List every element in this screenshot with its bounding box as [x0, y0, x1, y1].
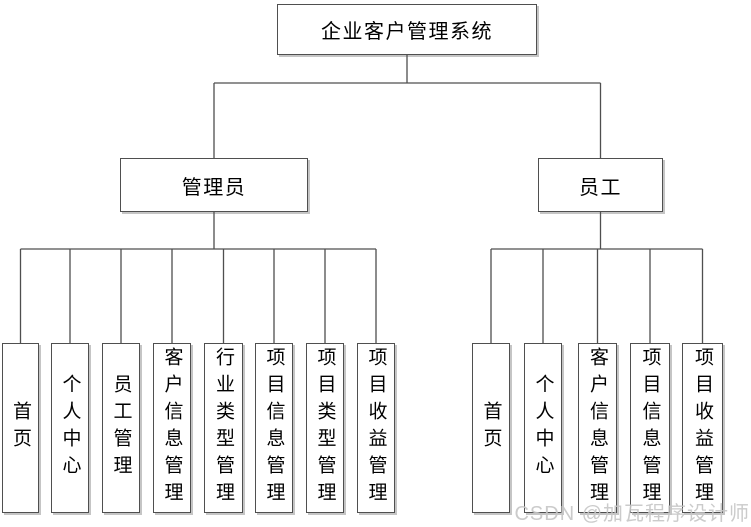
leaf-manager-0: 首页: [2, 343, 39, 513]
node-label: 项目收益管理: [365, 347, 387, 509]
leaf-manager-6: 项目类型管理: [306, 343, 344, 513]
node-label: 个人中心: [532, 374, 554, 482]
node-manager: 管理员: [120, 158, 308, 212]
node-label: 行业类型管理: [213, 347, 234, 509]
node-root: 企业客户管理系统: [277, 4, 537, 55]
node-label: 客户信息管理: [161, 347, 183, 509]
node-label: 个人中心: [59, 374, 81, 482]
leaf-manager-4: 行业类型管理: [204, 343, 243, 513]
node-label: 项目信息管理: [263, 347, 285, 509]
node-label: 首页: [10, 401, 31, 455]
node-label: 首页: [480, 401, 502, 455]
node-label: 项目类型管理: [314, 347, 336, 509]
leaf-staff-4: 项目收益管理: [682, 343, 723, 513]
node-staff: 员工: [538, 158, 663, 212]
leaf-manager-1: 个人中心: [51, 343, 89, 513]
leaf-manager-2: 员工管理: [102, 343, 140, 513]
leaf-staff-2: 客户信息管理: [578, 343, 617, 513]
leaf-manager-3: 客户信息管理: [153, 343, 191, 513]
node-label: 员工管理: [110, 374, 132, 482]
leaf-staff-0: 首页: [472, 343, 510, 513]
node-label: 客户信息管理: [587, 347, 608, 509]
node-label: 项目收益管理: [692, 347, 713, 509]
leaf-manager-5: 项目信息管理: [255, 343, 293, 513]
leaf-staff-1: 个人中心: [524, 343, 562, 513]
node-label: 项目信息管理: [639, 347, 661, 509]
node-label: 企业客户管理系统: [321, 21, 493, 43]
node-label: 管理员: [181, 176, 247, 199]
node-label: 员工: [579, 176, 622, 199]
leaf-manager-7: 项目收益管理: [357, 343, 395, 513]
leaf-staff-3: 项目信息管理: [630, 343, 670, 513]
